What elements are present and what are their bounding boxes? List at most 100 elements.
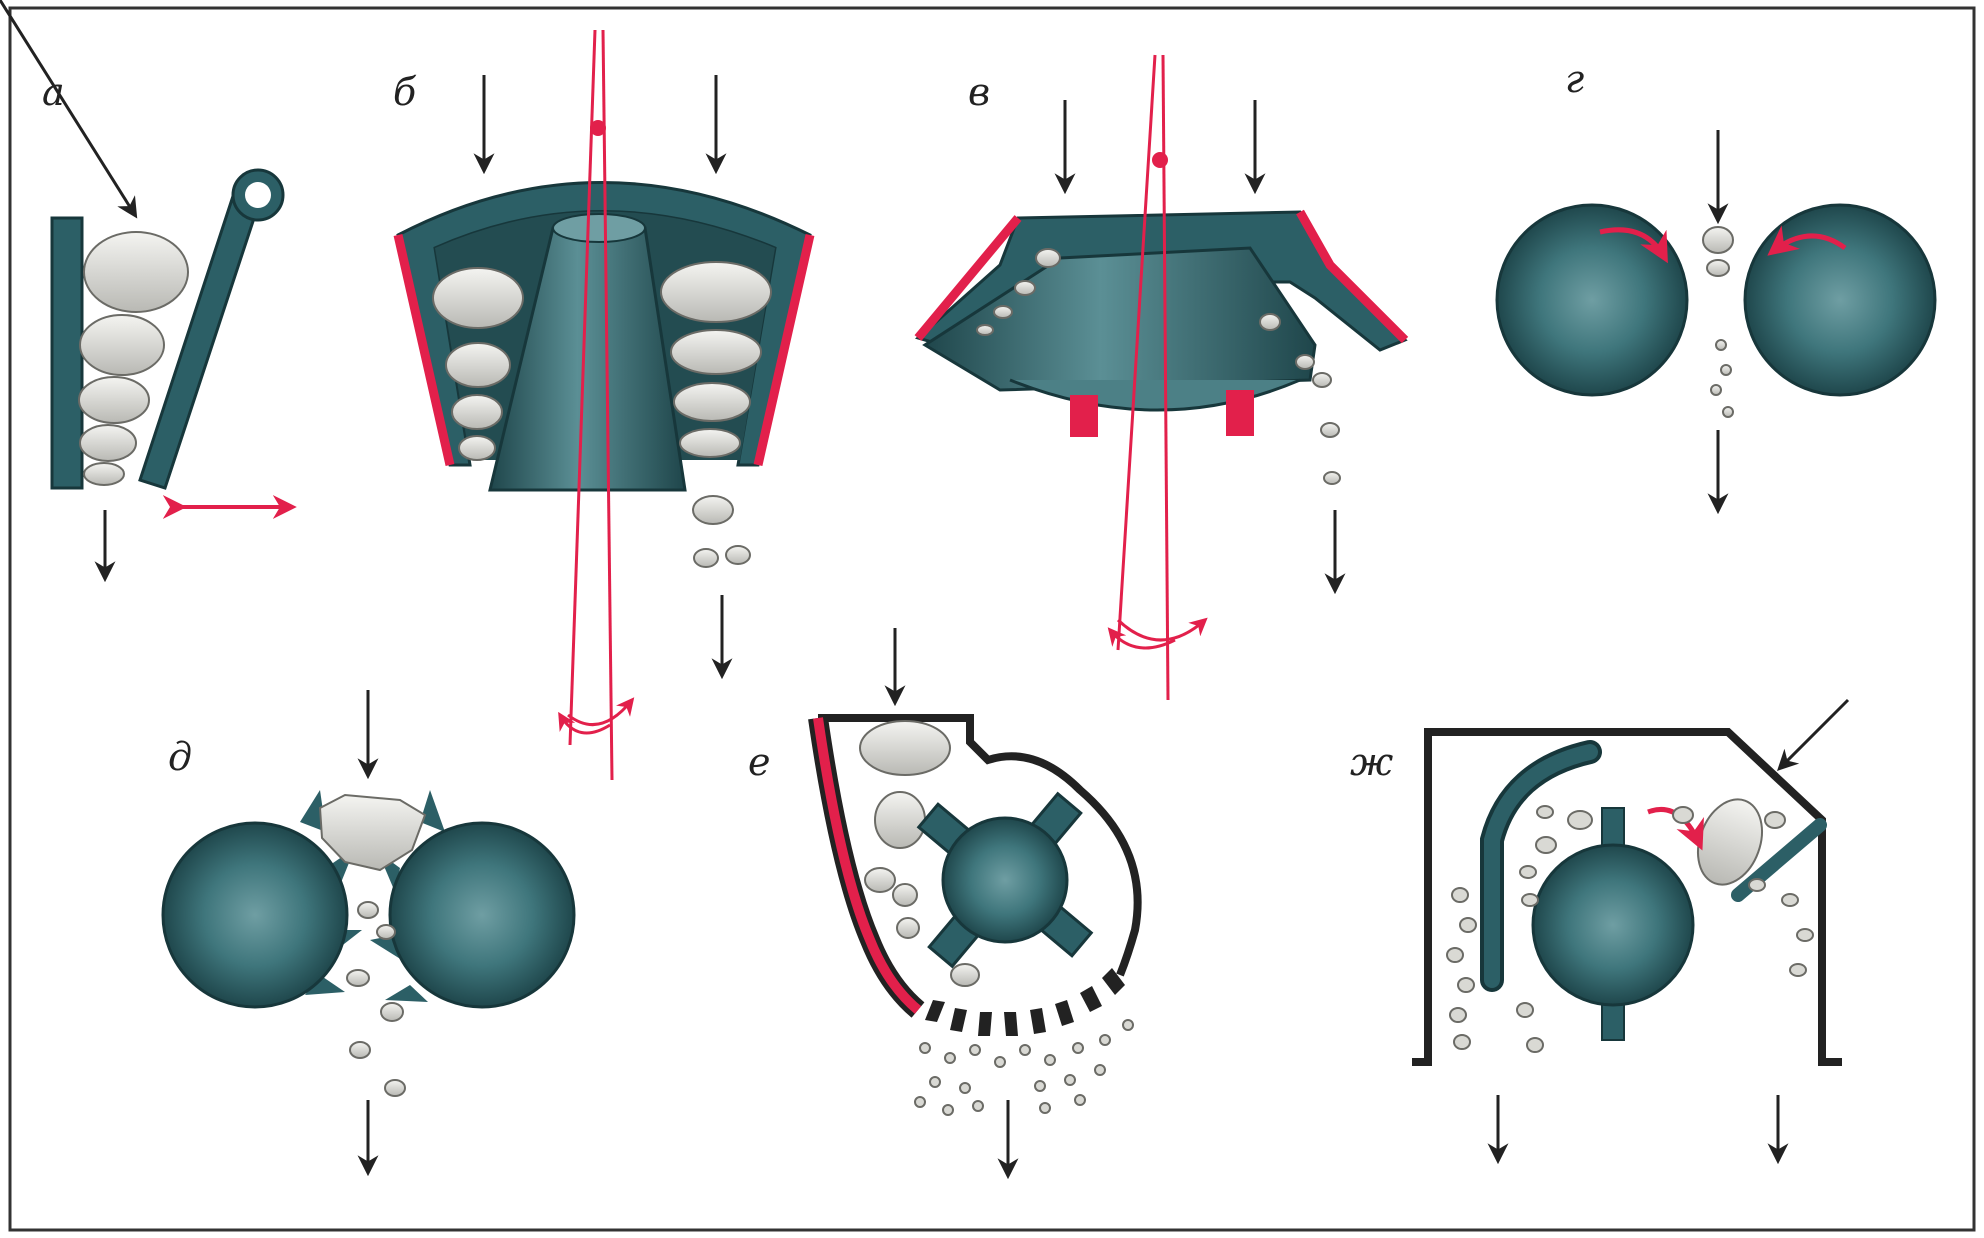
feed-arrow xyxy=(0,0,135,215)
rock xyxy=(1707,260,1729,276)
roll-tooth xyxy=(420,790,445,832)
grate-bar xyxy=(925,1000,945,1022)
rock xyxy=(1075,1095,1085,1105)
rock xyxy=(680,429,740,457)
rock xyxy=(1447,948,1463,962)
rock xyxy=(1721,365,1731,375)
rock xyxy=(385,1080,405,1096)
rock xyxy=(1537,806,1553,818)
rock xyxy=(995,1057,1005,1067)
rock xyxy=(1749,879,1765,891)
rock xyxy=(1458,978,1474,992)
rock xyxy=(84,463,124,485)
rock xyxy=(358,902,378,918)
panel-label-d: д xyxy=(168,735,192,779)
rock xyxy=(1568,811,1592,829)
panel-label-b: б xyxy=(393,70,417,114)
grate-bar xyxy=(1030,1008,1046,1034)
jaw-pivot-hole xyxy=(245,182,271,208)
panel-label-v: в xyxy=(968,70,990,114)
rock xyxy=(1015,281,1035,295)
rock xyxy=(433,268,523,328)
rock xyxy=(1045,1055,1055,1065)
rock xyxy=(865,868,895,892)
panel-label-e: е xyxy=(748,740,771,784)
impact-rotor xyxy=(1533,845,1693,1005)
rock xyxy=(1520,866,1536,878)
right-roll xyxy=(1745,205,1935,395)
rock xyxy=(1313,373,1331,387)
rock xyxy=(960,1083,970,1093)
rotation-arrow xyxy=(1118,620,1205,640)
panel-label-zh: ж xyxy=(1350,740,1393,784)
rotation-arrow xyxy=(568,700,632,725)
rock xyxy=(1095,1065,1105,1075)
panel-v-cone-crusher: в xyxy=(918,55,1405,700)
rock xyxy=(1716,340,1726,350)
rock xyxy=(1065,1075,1075,1085)
grate-bar xyxy=(1080,986,1102,1012)
panel-a-jaw-crusher: а xyxy=(0,0,292,578)
rock xyxy=(860,721,950,775)
rock xyxy=(381,1003,403,1021)
rotor-disc xyxy=(943,818,1067,942)
panel-d-toothed-roll-crusher: д xyxy=(163,690,574,1172)
rock xyxy=(1073,1043,1083,1053)
rock xyxy=(1321,423,1339,437)
rock xyxy=(970,1045,980,1055)
rock xyxy=(920,1043,930,1053)
grate-bar xyxy=(950,1008,967,1032)
rock xyxy=(875,792,925,848)
rock xyxy=(1450,1008,1466,1022)
rock xyxy=(79,377,149,423)
rock xyxy=(973,1101,983,1111)
outer-frame xyxy=(10,8,1974,1230)
support-leg xyxy=(1070,395,1098,437)
rock xyxy=(661,262,771,322)
rock xyxy=(977,325,993,335)
panel-b-gyratory-crusher: б xyxy=(393,30,810,780)
rock xyxy=(1100,1035,1110,1045)
rock xyxy=(951,964,979,986)
rock xyxy=(674,383,750,421)
panel-label-g: г xyxy=(1565,57,1584,101)
rock xyxy=(694,549,718,567)
rock xyxy=(1036,249,1060,267)
pivot-point xyxy=(1152,152,1168,168)
rock xyxy=(1454,1035,1470,1049)
crushing-mantle xyxy=(925,248,1315,390)
rock xyxy=(1324,472,1340,484)
rock xyxy=(1723,407,1733,417)
left-roll xyxy=(1497,205,1687,395)
rock xyxy=(943,1105,953,1115)
rock xyxy=(80,425,136,461)
rock xyxy=(893,884,917,906)
grate-bar xyxy=(1055,1000,1074,1026)
rock xyxy=(1123,1020,1133,1030)
rock xyxy=(726,546,750,564)
rock xyxy=(1703,227,1733,253)
rock xyxy=(930,1077,940,1087)
pivot-point xyxy=(590,120,606,136)
rock xyxy=(1035,1081,1045,1091)
rock xyxy=(897,918,919,938)
rock xyxy=(671,330,761,374)
feed-arrow xyxy=(1780,700,1848,768)
mantle-base xyxy=(1010,380,1300,410)
crushing-cone-top xyxy=(553,214,645,242)
rock xyxy=(1673,807,1693,823)
grate-bar xyxy=(978,1012,992,1036)
rock xyxy=(1527,1038,1543,1052)
rock xyxy=(1782,894,1798,906)
rock xyxy=(693,496,733,524)
rock xyxy=(459,436,495,460)
rock xyxy=(915,1097,925,1107)
fixed-jaw xyxy=(52,218,82,488)
panel-g-smooth-roll-crusher: г xyxy=(1497,57,1935,510)
rock xyxy=(994,306,1012,318)
rock xyxy=(1260,314,1280,330)
rock xyxy=(1536,837,1556,853)
support-leg xyxy=(1226,390,1254,436)
rock xyxy=(1040,1103,1050,1113)
